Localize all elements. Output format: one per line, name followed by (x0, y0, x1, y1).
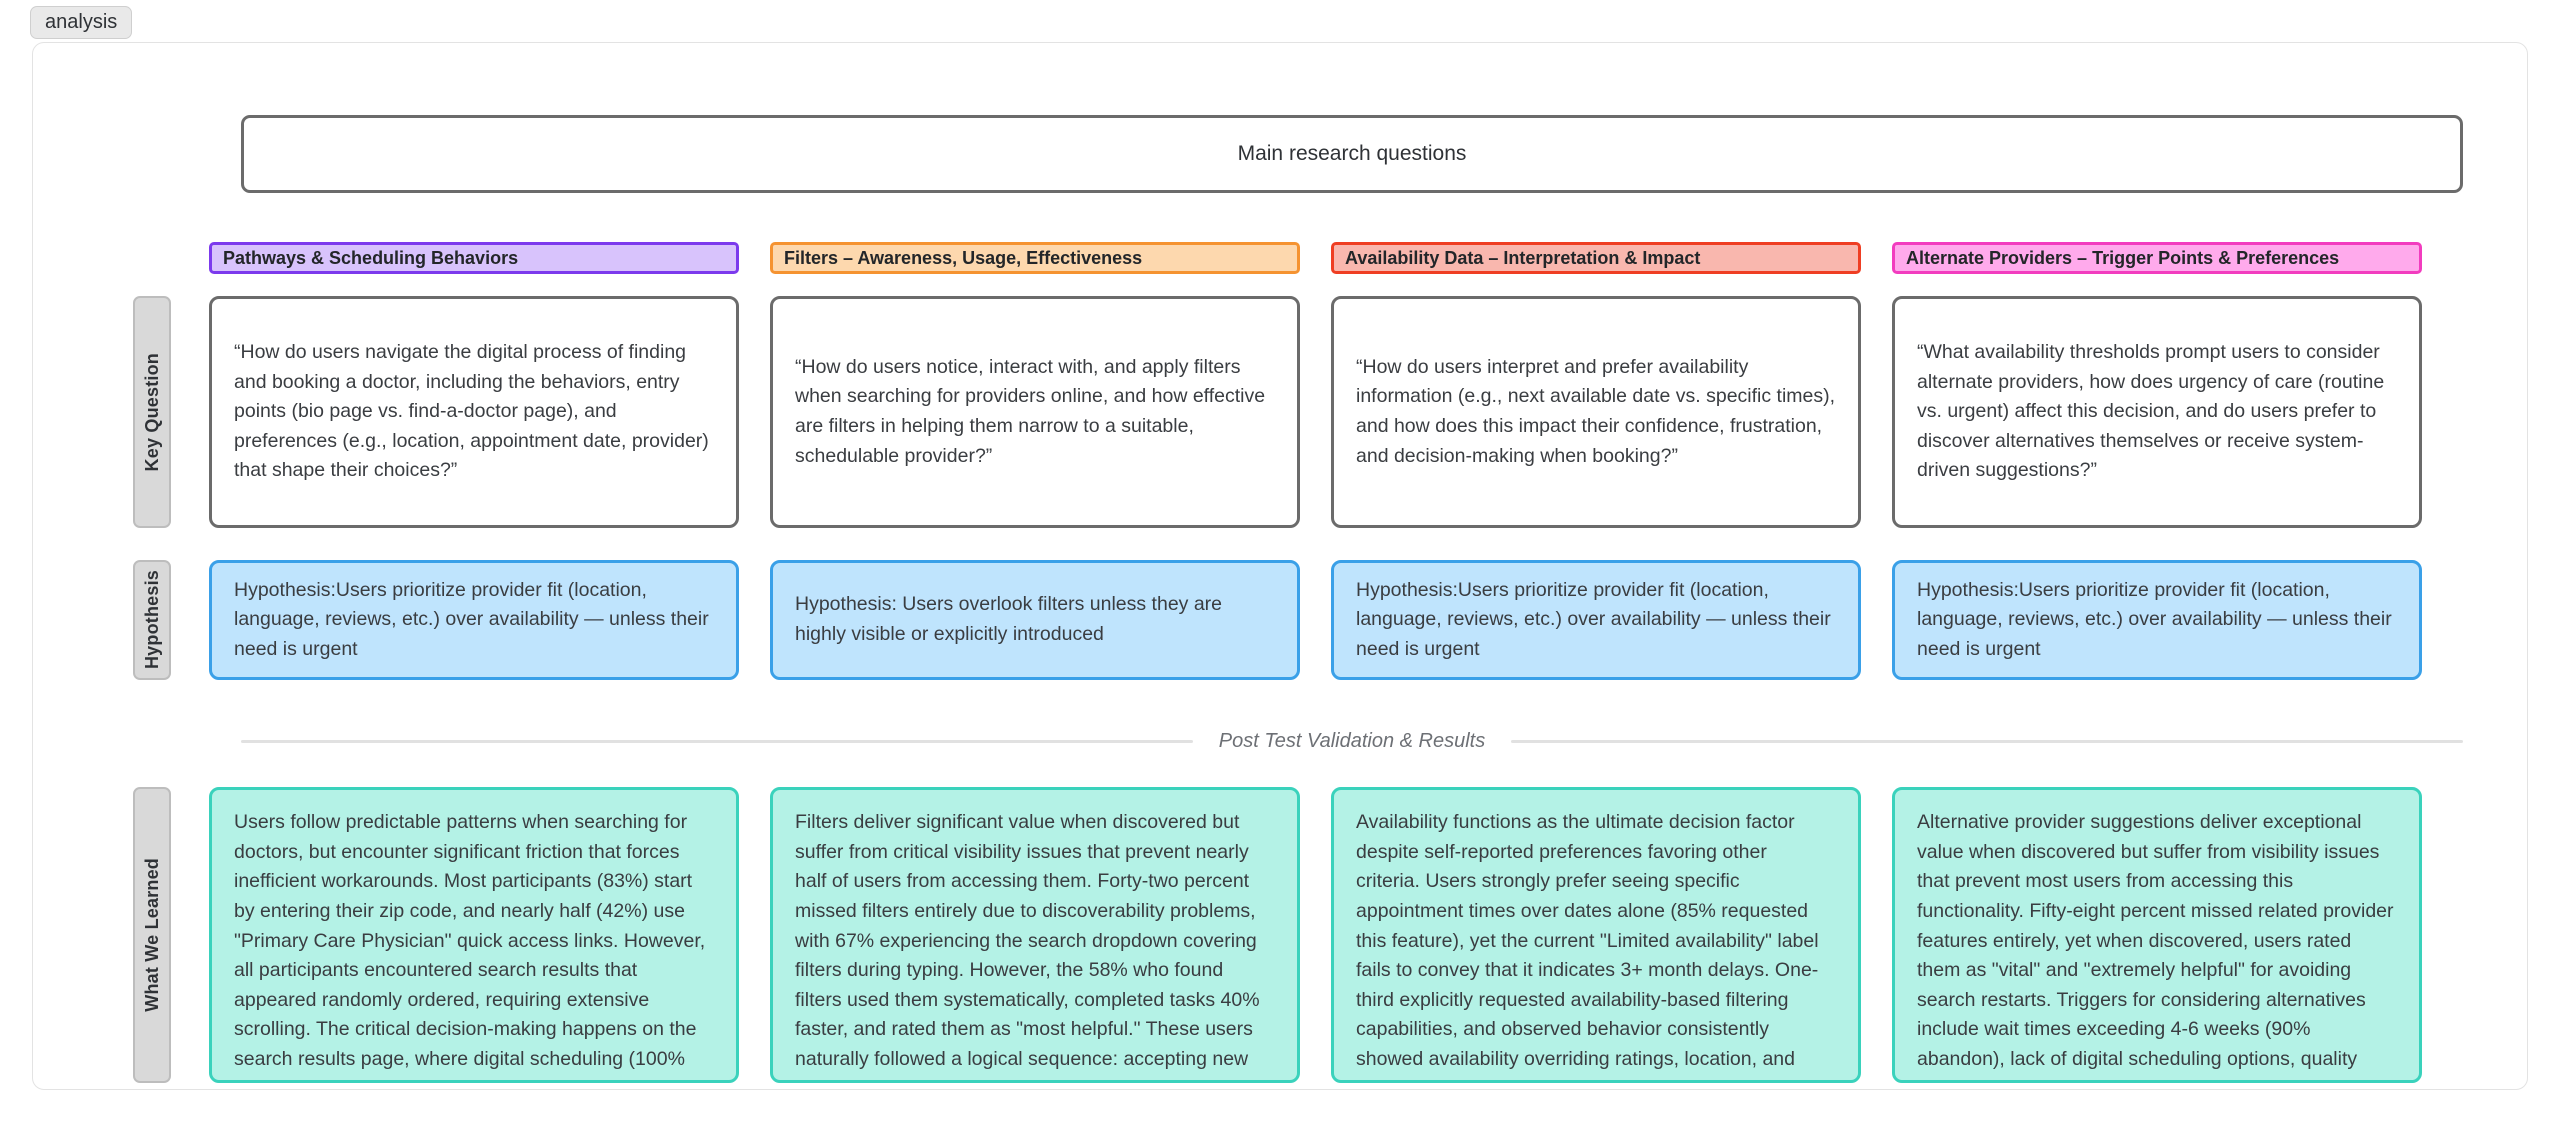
what-we-learned-text: Filters deliver significant value when d… (795, 811, 1260, 1080)
board-canvas: Main research questions Pathways & Sched… (32, 42, 2528, 1090)
what-we-learned-card[interactable]: Alternative provider suggestions deliver… (1892, 787, 2422, 1083)
hypothesis-card[interactable]: Hypothesis:Users prioritize provider fit… (1892, 560, 2422, 680)
key-question-text: “How do users navigate the digital proce… (234, 340, 709, 482)
key-question-text: “How do users notice, interact with, and… (795, 355, 1266, 467)
hypothesis-text: Hypothesis:Users prioritize provider fit… (1917, 578, 2392, 660)
key-question-card[interactable]: “How do users navigate the digital proce… (209, 296, 739, 528)
category-bar-availability[interactable]: Availability Data – Interpretation & Imp… (1331, 242, 1861, 274)
key-question-card[interactable]: “How do users interpret and prefer avail… (1331, 296, 1861, 528)
category-bar-filters[interactable]: Filters – Awareness, Usage, Effectivenes… (770, 242, 1300, 274)
category-bar-pathways[interactable]: Pathways & Scheduling Behaviors (209, 242, 739, 274)
tab-analysis[interactable]: analysis (30, 6, 133, 39)
row-label-text: What We Learned (141, 858, 162, 1012)
main-research-questions-banner: Main research questions (241, 115, 2463, 193)
banner-title: Main research questions (1237, 142, 1467, 165)
hypothesis-card[interactable]: Hypothesis:Users prioritize provider fit… (209, 560, 739, 680)
hypothesis-card[interactable]: Hypothesis:Users prioritize provider fit… (1331, 560, 1861, 680)
hypothesis-text: Hypothesis:Users prioritize provider fit… (1356, 578, 1831, 660)
hypothesis-text: Hypothesis: Users overlook filters unles… (795, 593, 1223, 645)
row-label-what-we-learned: What We Learned (133, 787, 171, 1083)
hypothesis-card[interactable]: Hypothesis: Users overlook filters unles… (770, 560, 1300, 680)
what-we-learned-card[interactable]: Filters deliver significant value when d… (770, 787, 1300, 1083)
category-label: Alternate Providers – Trigger Points & P… (1906, 247, 2340, 268)
divider-line-right (1511, 739, 2463, 743)
divider-line-left (241, 739, 1193, 743)
category-label: Filters – Awareness, Usage, Effectivenes… (784, 247, 1143, 268)
board: Main research questions Pathways & Sched… (33, 43, 2527, 1089)
row-label-key-question: Key Question (133, 296, 171, 528)
key-question-text: “What availability thresholds prompt use… (1917, 340, 2385, 482)
what-we-learned-text: Alternative provider suggestions deliver… (1917, 811, 2394, 1080)
row-label-text: Hypothesis (141, 570, 162, 670)
what-we-learned-card[interactable]: Users follow predictable patterns when s… (209, 787, 739, 1083)
key-question-card[interactable]: “How do users notice, interact with, and… (770, 296, 1300, 528)
post-test-divider: Post Test Validation & Results (241, 729, 2463, 753)
category-label: Availability Data – Interpretation & Imp… (1345, 247, 1701, 268)
hypothesis-text: Hypothesis:Users prioritize provider fit… (234, 578, 709, 660)
what-we-learned-card[interactable]: Availability functions as the ultimate d… (1331, 787, 1861, 1083)
key-question-text: “How do users interpret and prefer avail… (1356, 355, 1836, 467)
divider-label: Post Test Validation & Results (1218, 729, 1486, 752)
what-we-learned-text: Availability functions as the ultimate d… (1356, 811, 1819, 1080)
row-label-hypothesis: Hypothesis (133, 560, 171, 680)
tab-bar: analysis (30, 6, 133, 39)
what-we-learned-text: Users follow predictable patterns when s… (234, 811, 706, 1080)
row-label-text: Key Question (141, 352, 162, 472)
category-bar-alternate-providers[interactable]: Alternate Providers – Trigger Points & P… (1892, 242, 2422, 274)
key-question-card[interactable]: “What availability thresholds prompt use… (1892, 296, 2422, 528)
category-label: Pathways & Scheduling Behaviors (223, 247, 519, 268)
